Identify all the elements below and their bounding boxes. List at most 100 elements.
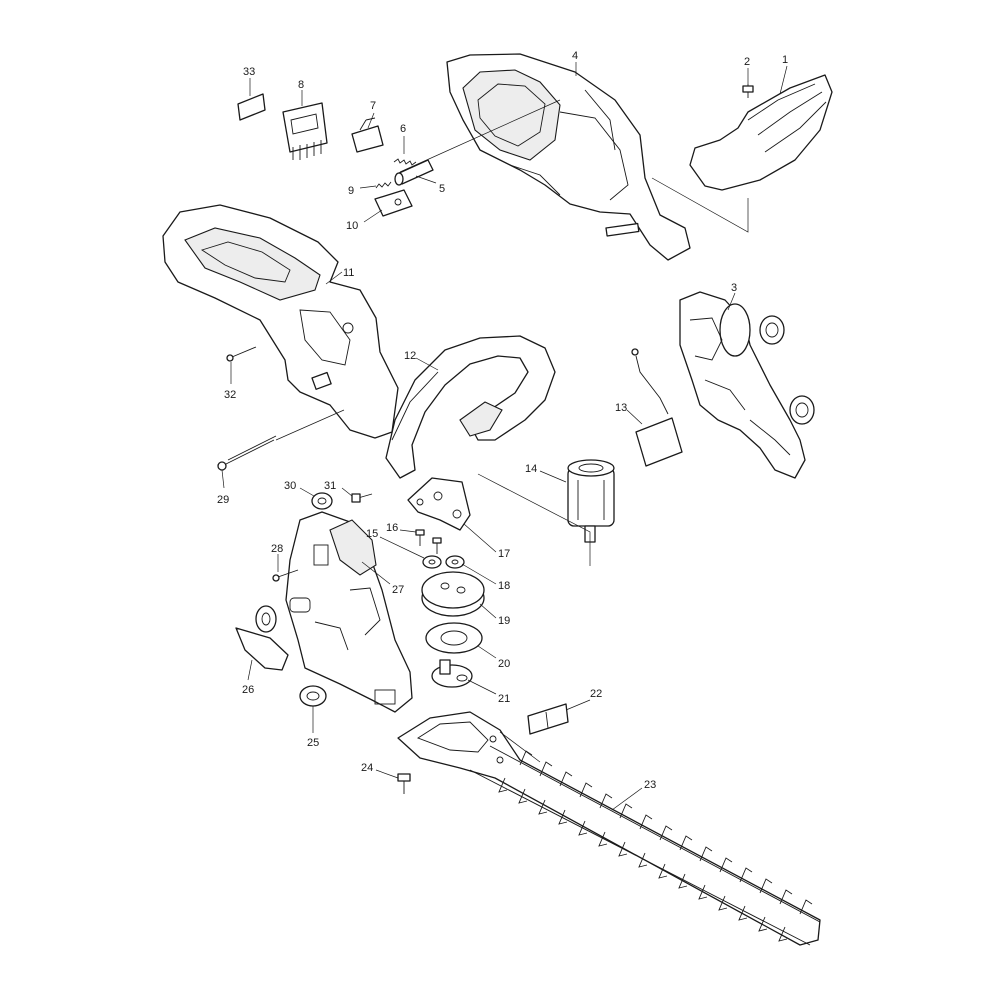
callout-label-21: 21	[498, 693, 510, 705]
part-21-crank	[431, 659, 473, 688]
blade-teeth	[498, 750, 813, 942]
callout-21: 21	[467, 679, 510, 705]
callout-label-25: 25	[307, 737, 319, 749]
callout-label-29: 29	[217, 494, 229, 506]
callout-7: 7	[367, 100, 376, 129]
callout-29: 29	[217, 469, 229, 506]
callout-label-31: 31	[324, 480, 336, 492]
rubber-bumper	[255, 605, 277, 633]
callout-label-6: 6	[400, 123, 406, 135]
callout-14: 14	[525, 463, 567, 483]
callout-5: 5	[415, 175, 445, 195]
rubber-grommet-upper	[759, 315, 785, 345]
part-14-motor	[567, 459, 615, 543]
callout-label-3: 3	[731, 282, 737, 294]
callout-12: 12	[404, 350, 439, 371]
callout-9: 9	[348, 185, 377, 197]
callout-label-8: 8	[298, 79, 304, 91]
callout-18: 18	[461, 563, 510, 592]
part-15-washer	[422, 555, 442, 569]
callout-label-19: 19	[498, 615, 510, 627]
part-19-gear	[421, 571, 485, 617]
callout-23: 23	[611, 779, 656, 811]
callout-label-20: 20	[498, 658, 510, 670]
part-17-bracket	[407, 477, 471, 531]
part-32-screw	[226, 346, 257, 362]
assembly-reference-lines	[275, 99, 749, 763]
callout-2: 2	[744, 56, 750, 84]
callout-24: 24	[361, 762, 399, 779]
part-8-controller	[282, 102, 328, 160]
callout-4: 4	[572, 50, 578, 76]
callout-label-7: 7	[370, 100, 376, 112]
callout-label-11: 11	[343, 267, 354, 279]
callout-label-5: 5	[439, 183, 445, 195]
part-24-bolt	[397, 773, 411, 794]
callout-label-2: 2	[744, 56, 750, 68]
callout-3: 3	[727, 282, 737, 311]
callout-label-13: 13	[615, 402, 627, 414]
callout-19: 19	[479, 603, 510, 627]
callout-label-32: 32	[224, 389, 236, 401]
callout-11: 11	[325, 267, 354, 285]
part-16-screw	[415, 529, 442, 554]
part-6-spring	[393, 158, 417, 166]
callout-label-12: 12	[404, 350, 416, 362]
callout-label-24: 24	[361, 762, 373, 774]
part-27-front-housing	[285, 511, 413, 713]
callout-6: 6	[400, 123, 406, 154]
callout-27: 27	[361, 561, 404, 596]
callout-label-14: 14	[525, 463, 537, 475]
part-33-label	[237, 93, 266, 121]
rubber-grommet-lower	[789, 395, 815, 425]
callout-17: 17	[463, 523, 510, 560]
part-30-washer	[311, 492, 333, 510]
callout-label-1: 1	[782, 54, 788, 66]
part-12-front-handle	[385, 335, 556, 479]
part-3-gear-housing	[679, 291, 806, 479]
callout-label-17: 17	[498, 548, 510, 560]
callout-label-33: 33	[243, 66, 255, 78]
callout-10: 10	[346, 209, 383, 232]
callout-label-16: 16	[386, 522, 398, 534]
part-31-screw	[351, 493, 373, 503]
callout-label-10: 10	[346, 220, 358, 232]
part-23-blade-assembly	[397, 711, 821, 946]
part-22-rubber-block	[527, 703, 569, 735]
callout-label-9: 9	[348, 185, 354, 197]
part-28-screw	[272, 569, 299, 582]
callout-31: 31	[324, 480, 353, 497]
callout-label-23: 23	[644, 779, 656, 791]
part-5-pin	[394, 159, 434, 186]
callout-16: 16	[386, 522, 417, 534]
part-9-spring	[375, 181, 392, 189]
callout-label-22: 22	[590, 688, 602, 700]
callout-label-27: 27	[392, 584, 404, 596]
part-25-cap	[299, 685, 327, 707]
callout-label-30: 30	[284, 480, 296, 492]
callout-8: 8	[298, 79, 304, 106]
callout-26: 26	[242, 659, 254, 696]
part-7-switch	[351, 117, 384, 153]
callout-32: 32	[224, 362, 236, 401]
part-29-long-screw	[217, 435, 277, 471]
callout-30: 30	[284, 480, 315, 497]
part-26-side-cover	[235, 627, 289, 671]
callout-28: 28	[271, 543, 283, 572]
part-18-washer	[445, 555, 465, 569]
callout-label-4: 4	[572, 50, 578, 62]
part-1-cover	[689, 74, 833, 191]
part-4-housing	[446, 53, 691, 261]
callout-1: 1	[779, 54, 788, 95]
callout-33: 33	[243, 66, 255, 96]
callout-label-15: 15	[366, 528, 378, 540]
callout-15: 15	[366, 528, 425, 559]
part-10-lever	[374, 189, 413, 217]
part-2-screw	[742, 84, 754, 98]
callout-label-28: 28	[271, 543, 283, 555]
part-11-handle-housing	[162, 204, 399, 439]
callout-20: 20	[477, 645, 510, 670]
callout-label-18: 18	[498, 580, 510, 592]
